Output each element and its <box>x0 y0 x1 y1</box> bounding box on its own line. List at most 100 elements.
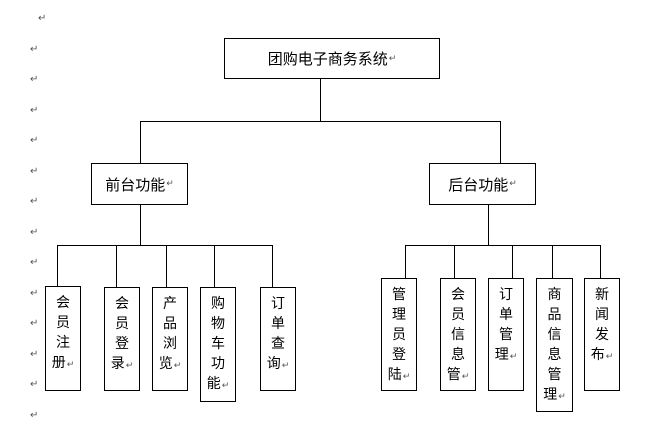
leaf-node-char: 产 <box>163 296 177 312</box>
leaf-node-char: 能↵ <box>206 376 230 392</box>
connector-right-branch-down <box>488 204 489 245</box>
paragraph-mark: ↵ <box>30 43 39 55</box>
leaf-node-char: 订 <box>271 296 285 312</box>
connector-right-child-1 <box>405 245 406 278</box>
leaf-node-char: 物 <box>211 316 225 332</box>
connector-right-child-5 <box>600 245 601 278</box>
connector-left-branch-down <box>140 204 141 245</box>
paragraph-mark: ↵ <box>605 352 614 362</box>
paragraph-mark: ↵ <box>30 287 39 299</box>
connector-root-down <box>320 78 321 121</box>
connector-right-child-4 <box>552 245 553 278</box>
leaf-node-char: 员 <box>115 316 129 332</box>
leaf-node-char: 功 <box>211 356 225 372</box>
leaf-node: 会员登录会员登录↵ <box>104 287 140 391</box>
leaf-node-char: 新 <box>595 287 609 303</box>
connector-left-child-1 <box>57 245 58 286</box>
leaf-node: 订单管理订单管理↵ <box>488 278 524 391</box>
connector-right-children-bar <box>405 245 600 246</box>
connector-to-left-branch <box>140 121 141 163</box>
paragraph-mark: ↵ <box>461 372 470 382</box>
connector-left-child-3 <box>166 245 167 287</box>
paragraph-mark: ↵ <box>30 196 39 207</box>
branch-node-label: 前台功能 <box>105 175 166 194</box>
leaf-node-char: 注 <box>56 335 70 351</box>
paragraph-mark: ↵ <box>30 409 39 421</box>
leaf-node-char: 管↵ <box>446 367 470 383</box>
leaf-node-char: 理 <box>392 307 406 323</box>
leaf-node-char: 车 <box>211 336 225 352</box>
paragraph-mark: ↵ <box>66 360 75 370</box>
leaf-node-char: 闻 <box>595 307 609 323</box>
leaf-node-char: 发 <box>595 327 609 343</box>
paragraph-mark: ↵ <box>38 13 47 24</box>
paragraph-mark: ↵ <box>30 348 39 360</box>
leaf-node-char: 单 <box>499 307 513 323</box>
paragraph-mark: ↵ <box>281 361 290 371</box>
leaf-node-char: 布↵ <box>590 347 614 363</box>
leaf-node: 购物车功能购物车功能↵ <box>200 287 236 402</box>
leaf-node-char: 单 <box>271 316 285 332</box>
connector-right-child-2 <box>454 245 455 278</box>
paragraph-marks-column: ↵↵↵↵↵↵↵↵↵↵↵↵↵↵ <box>30 13 47 434</box>
paragraph-mark: ↵ <box>509 352 518 362</box>
leaf-node-char: 查 <box>271 336 285 352</box>
connector-left-children-bar <box>57 245 272 246</box>
leaf-node-char: 浏 <box>163 336 177 352</box>
leaf-node: 新闻发布新闻发布↵ <box>584 278 620 391</box>
leaf-node: 管理员登陆管理员登陆↵ <box>381 278 417 391</box>
leaf-node-char: 商 <box>547 287 562 303</box>
leaf-node-char: 员 <box>392 327 406 343</box>
leaf-node-char: 理↵ <box>543 387 566 403</box>
leaf-node-char: 购 <box>211 296 225 312</box>
connector-left-child-5 <box>272 245 273 287</box>
connector-branch-bar <box>140 121 500 122</box>
leaf-node-char: 理↵ <box>494 347 518 363</box>
connector-right-child-3 <box>512 245 513 278</box>
leaf-node-char: 品 <box>163 316 177 332</box>
leaf-node-char: 会 <box>56 295 70 311</box>
paragraph-mark: ↵ <box>30 165 39 177</box>
leaf-node-char: 品 <box>547 307 562 323</box>
root-node: 团购电子商务系统↵ <box>224 38 440 79</box>
leaf-node-char: 息 <box>547 347 562 363</box>
leaf-node-char: 登 <box>115 336 129 352</box>
paragraph-mark: ↵ <box>402 372 411 382</box>
leaf-node-char: 登 <box>392 347 406 363</box>
branch-node-backend: 后台功能↵ <box>429 163 536 205</box>
leaf-node-char: 览↵ <box>158 356 182 372</box>
leaf-node: 产品浏览产品浏览↵ <box>152 287 188 391</box>
connector-to-right-branch <box>500 121 501 163</box>
leaf-node: 订单查询订单查询↵ <box>260 287 296 391</box>
paragraph-mark: ↵ <box>166 179 174 189</box>
branch-node-label: 后台功能 <box>448 175 509 194</box>
leaf-node-char: 管 <box>392 287 406 303</box>
leaf-node-char: 册↵ <box>51 355 75 371</box>
leaf-node-char: 录↵ <box>110 356 134 372</box>
leaf-node: 会员注册会员注册↵ <box>45 286 81 391</box>
paragraph-mark: ↵ <box>30 104 39 116</box>
connector-left-child-4 <box>214 245 215 287</box>
leaf-node-char: 会 <box>451 287 465 303</box>
paragraph-mark: ↵ <box>558 392 566 402</box>
paragraph-mark: ↵ <box>173 361 182 371</box>
leaf-node-char: 询↵ <box>266 356 290 372</box>
leaf-node-char: 员 <box>451 307 465 323</box>
leaf-node-char: 会 <box>115 296 129 312</box>
leaf-node-char: 陆↵ <box>387 367 411 383</box>
leaf-node-char: 信 <box>547 327 562 343</box>
leaf-node: 会员信息管会员信息管↵ <box>440 278 476 391</box>
paragraph-mark: ↵ <box>388 53 397 64</box>
paragraph-mark: ↵ <box>30 226 39 238</box>
leaf-node-char: 管 <box>499 327 513 343</box>
paragraph-mark: ↵ <box>30 379 39 390</box>
paragraph-mark: ↵ <box>30 74 39 85</box>
root-node-label: 团购电子商务系统 <box>267 50 388 68</box>
leaf-node-char: 息 <box>451 347 465 363</box>
paragraph-mark: ↵ <box>125 361 134 371</box>
paragraph-mark: ↵ <box>30 257 39 268</box>
paragraph-mark: ↵ <box>30 135 39 146</box>
leaf-node-char: 订 <box>499 287 513 303</box>
leaf-node: 商品信息管理商品信息管理↵ <box>536 278 573 412</box>
